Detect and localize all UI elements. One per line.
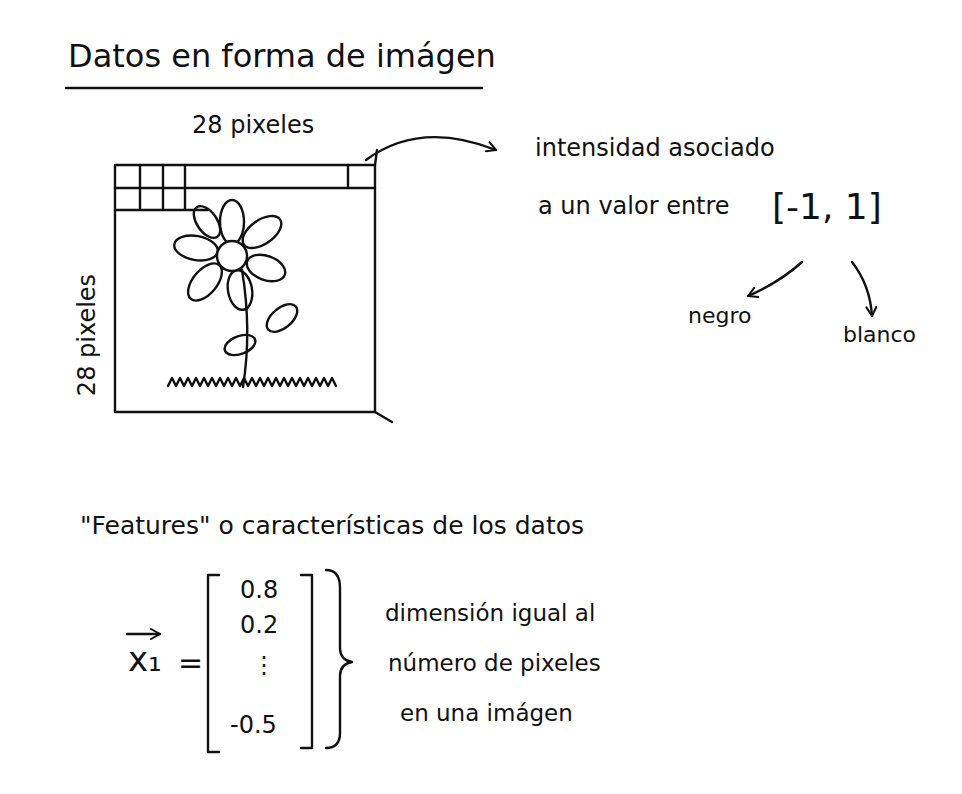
frame-stroke: [375, 150, 392, 422]
image-frame: [115, 165, 375, 412]
vector-entry: -0.5: [230, 712, 277, 740]
vector-arrow: [127, 633, 160, 635]
annotation-text: número de pixeles: [388, 650, 601, 676]
value-range: [-1, 1]: [772, 186, 882, 227]
dimension-label: 28 pixeles: [74, 274, 102, 396]
annotation-text: a un valor entre: [538, 193, 730, 221]
leader-arrow: [748, 262, 802, 296]
range-end-label: blanco: [843, 322, 916, 347]
annotation-text: dimensión igual al: [385, 600, 595, 626]
section-heading: "Features" o características de los dato…: [80, 512, 584, 541]
vector-name: x₁: [128, 640, 162, 679]
leader-arrow: [366, 137, 496, 160]
range-end-label: negro: [688, 303, 751, 328]
annotation-text: en una imágen: [400, 700, 573, 726]
vector-entry: 0.2: [240, 612, 278, 640]
pixel-grid: [115, 165, 348, 210]
matrix-bracket: [301, 575, 312, 748]
page-title: Datos en forma de imágen: [68, 38, 496, 75]
title-underline: [66, 87, 482, 89]
vector-entry: 0.8: [240, 577, 278, 605]
matrix-bracket: [208, 575, 219, 752]
leader-arrow: [852, 262, 872, 316]
vector-entry: ⋮: [252, 652, 276, 680]
equals-sign: =: [178, 646, 203, 681]
flower-drawing: [168, 200, 336, 387]
annotation-text: intensidad asociado: [535, 135, 775, 163]
pixel-row: [115, 187, 375, 189]
curly-brace: [326, 570, 352, 748]
dimension-label: 28 pixeles: [192, 112, 314, 140]
